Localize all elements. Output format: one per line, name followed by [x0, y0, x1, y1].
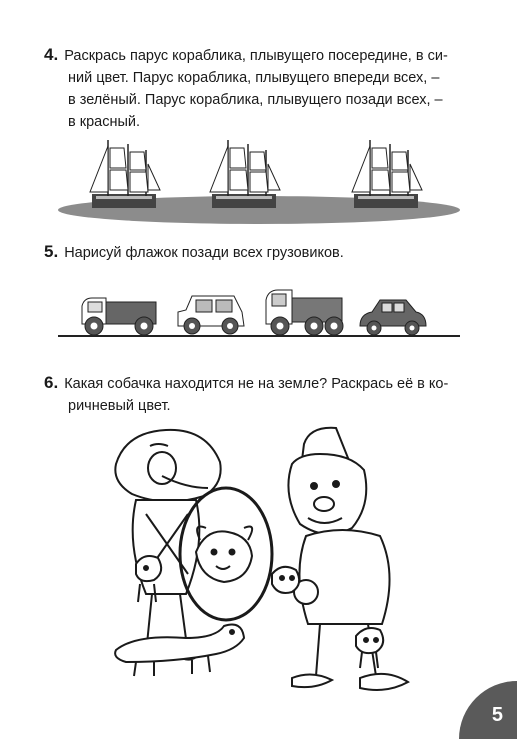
jeep — [177, 295, 245, 335]
sailing-ship — [89, 140, 161, 208]
task-text-line: в зелёный. Парус кораблика, плывущего по… — [68, 92, 443, 108]
task-text-line: в красный. — [68, 114, 141, 130]
dachshund — [114, 623, 246, 677]
small-dog — [355, 627, 385, 669]
ships-illustration — [58, 140, 460, 224]
vehicles-illustration — [58, 289, 460, 337]
dog-in-hoop — [194, 525, 254, 584]
clown — [287, 426, 410, 691]
small-dog — [135, 555, 163, 603]
task-text-line: ричневый цвет. — [68, 398, 171, 414]
task-number: 6. — [44, 373, 59, 392]
task-text-line: Раскрась парус кораблика, плывущего посе… — [64, 48, 448, 64]
hoop — [178, 486, 274, 622]
task-6: 6. Какая собачка находится не на земле? Р… — [44, 372, 484, 417]
task-4: 4. Раскрась парус кораблика, плывущего по… — [44, 44, 484, 133]
truck — [81, 297, 157, 336]
page-number: 5 — [491, 704, 503, 726]
sailing-ship — [209, 140, 281, 208]
puppy — [271, 565, 301, 594]
car — [359, 299, 427, 336]
task-text-line: Нарисуй флажок позади всех грузовиков. — [64, 245, 344, 261]
page-corner — [459, 681, 517, 739]
dump-truck — [265, 289, 344, 336]
task-text-line: ний цвет. Парус кораблика, плывущего впе… — [68, 70, 440, 86]
task-text-line: Какая собачка находится не на земле? Рас… — [64, 376, 449, 392]
task-number: 5. — [44, 242, 59, 261]
cartoon-scene — [114, 426, 410, 691]
task-number: 4. — [44, 45, 59, 64]
sailing-ship — [351, 140, 423, 208]
task-5: 5. Нарисуй флажок позади всех грузовиков. — [44, 241, 484, 264]
